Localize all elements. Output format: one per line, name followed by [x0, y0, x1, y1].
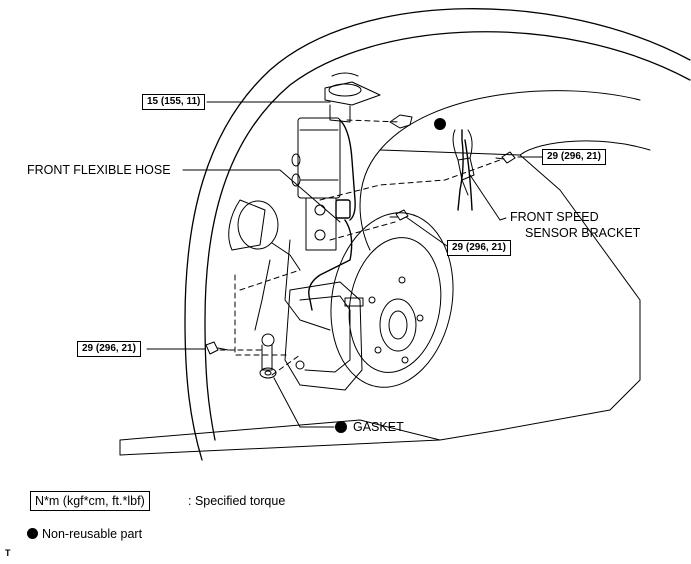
nonreusable-dot-top — [434, 118, 446, 130]
gasket-part — [259, 367, 277, 379]
callout-gasket: GASKET — [353, 420, 404, 434]
nonreusable-dot-icon — [27, 528, 38, 539]
knuckle — [228, 199, 301, 371]
nonreusable-dot-gasket — [335, 421, 347, 433]
legend-nonreusable: Non-reusable part — [27, 526, 142, 542]
callout-front-flexible-hose: FRONT FLEXIBLE HOSE — [27, 163, 171, 177]
assembly-lines — [219, 119, 501, 376]
speed-sensor-wire — [457, 129, 473, 211]
fender-liner — [119, 90, 651, 456]
leader-lines — [146, 101, 543, 428]
legend-torque-desc: : Specified torque — [188, 494, 286, 508]
callout-front-speed-sensor-bracket-line2: SENSOR BRACKET — [525, 226, 641, 240]
speed-sensor-bracket — [452, 129, 475, 196]
hose-clip — [389, 114, 413, 129]
torque-label-bracket-bolt: 29 (296, 21) — [542, 149, 606, 165]
torque-label-caliper-bolt: 29 (296, 21) — [77, 341, 141, 357]
corner-mark: T — [5, 548, 11, 558]
brake-rotor — [330, 212, 454, 388]
bolt-bracket — [495, 151, 516, 164]
brake-hose — [308, 119, 356, 311]
legend-nonreusable-label: Non-reusable part — [42, 527, 143, 541]
callout-front-speed-sensor-bracket-line1: FRONT SPEED — [510, 210, 599, 224]
bolt-caliper — [205, 341, 229, 355]
torque-label-top: 15 (155, 11) — [142, 94, 206, 110]
fender-arch — [184, 8, 691, 461]
legend-torque-units: N*m (kgf*cm, ft.*lbf) — [30, 491, 150, 511]
torque-label-hose-bolt: 29 (296, 21) — [447, 240, 511, 256]
bolt-hose — [389, 209, 409, 221]
